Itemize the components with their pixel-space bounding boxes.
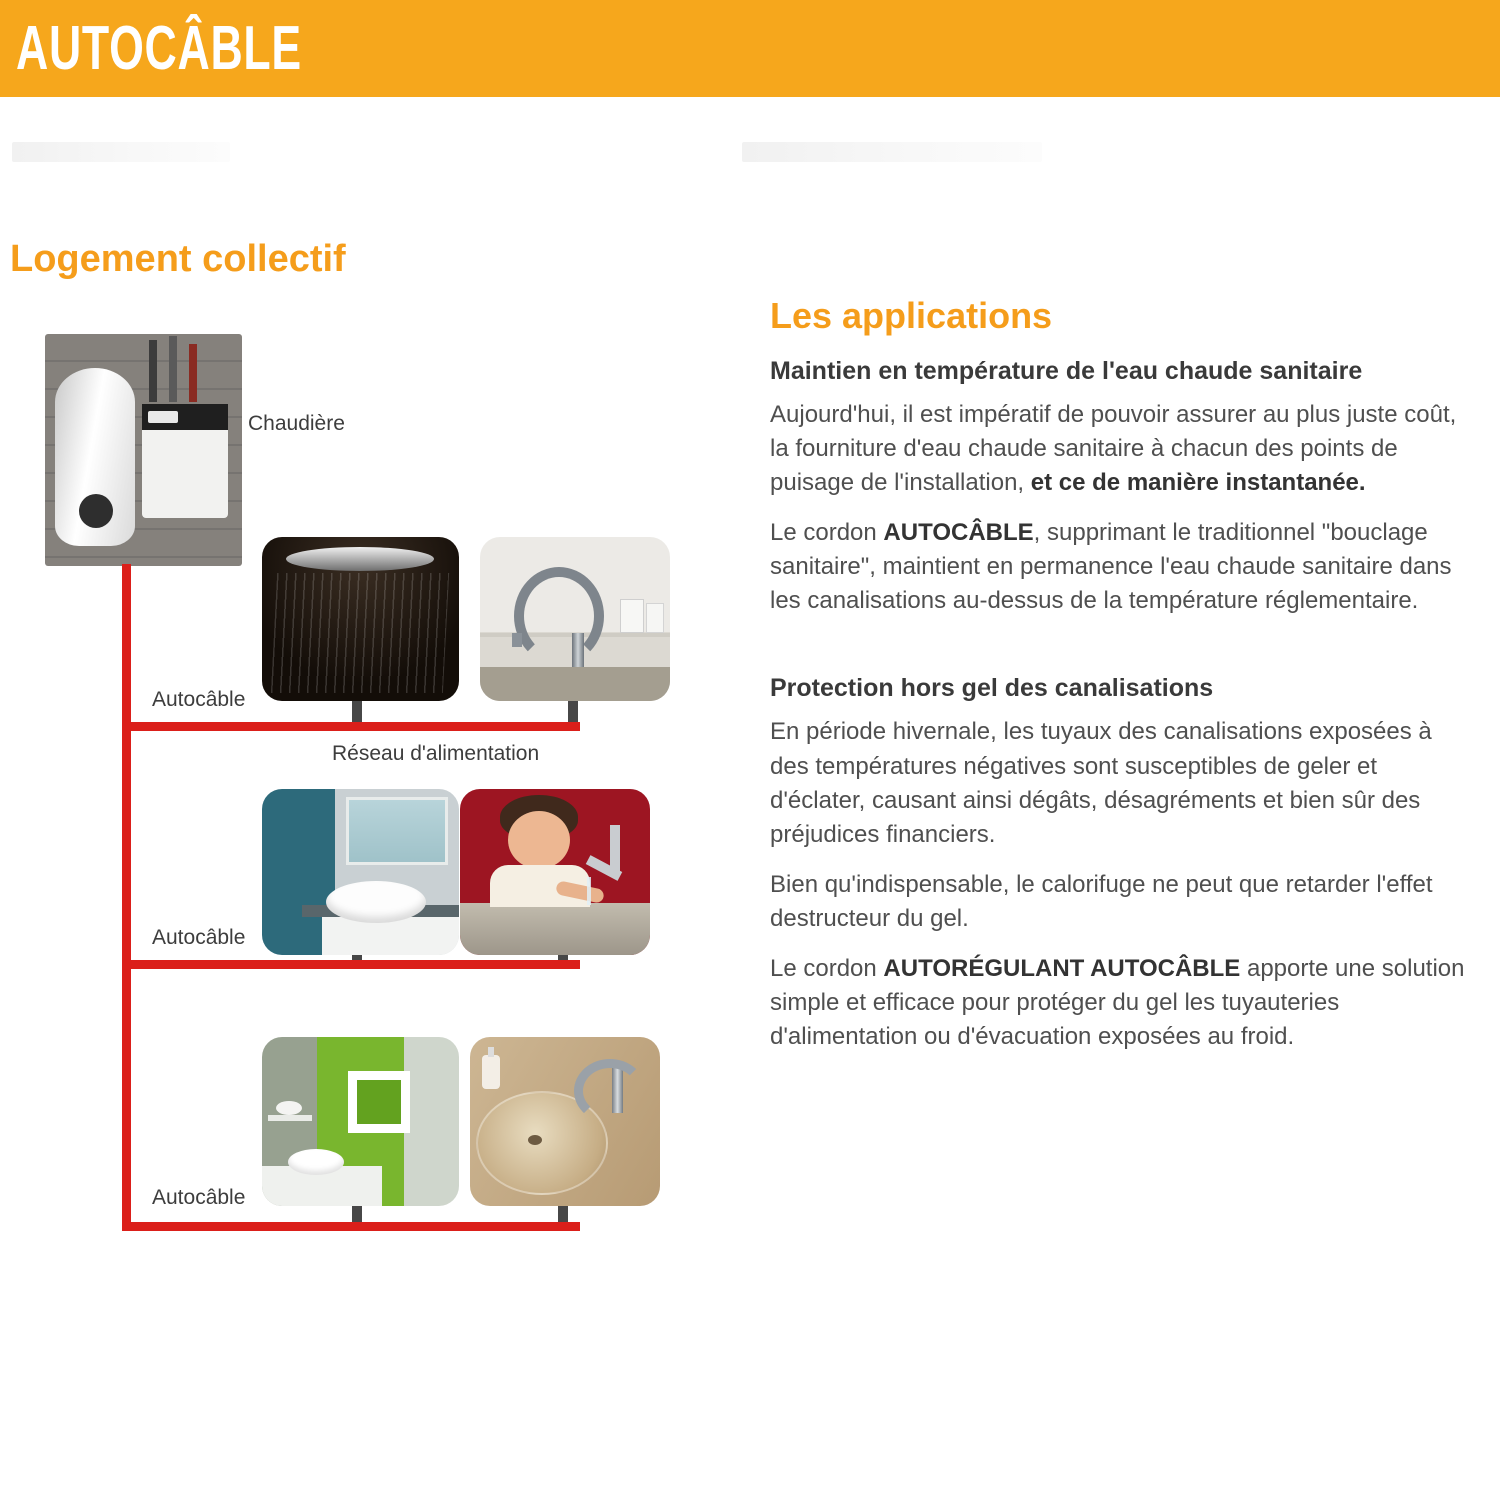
paragraph-hot-water-1: Aujourd'hui, il est impératif de pouvoir… [770,398,1470,500]
paragraph-text: apporte une solution simple et efficace … [770,954,1465,1051]
washbasin [326,881,426,923]
paragraph-hot-water-2: Le cordon AUTOCÂBLE, supprimant le tradi… [770,516,1470,618]
child-face [508,811,570,869]
label-chaudiere: Chaudière [248,412,345,435]
photo-bathroom [262,789,459,955]
vessel-basin [288,1149,344,1175]
autocable-branch-3 [122,1222,580,1231]
shower-head [286,547,434,571]
applications-column: Les applications Maintien en température… [770,295,1470,1070]
shelf [268,1115,312,1121]
counter [460,903,650,955]
autocable-branch-1 [122,722,580,731]
photo-kitchen-faucet [480,537,670,701]
faded-text-remnant-right [742,142,1042,162]
glass [620,599,644,633]
soap-pump [488,1047,494,1057]
heading-frost-protection: Protection hors gel des canalisations [770,674,1214,703]
paragraph-text: Le cordon [770,954,884,982]
brand-name-bold: AUTORÉGULANT AUTOCÂBLE [883,954,1241,982]
paragraph-bold: et ce de manière instantanée. [1030,469,1366,497]
photo-shower [262,537,459,701]
bowl [276,1101,302,1115]
photo-boiler-room [45,334,242,566]
paragraph-frost-2: Bien qu'indispensable, le calorifuge ne … [770,870,1433,932]
page-title: AUTOCÂBLE [16,14,302,83]
autocable-branch-2 [122,960,580,969]
section-title-logement-collectif: Logement collectif [10,238,346,280]
boiler-logo [148,411,178,423]
paragraph-text: Aujourd'hui, il est impératif de pouvoir… [770,401,1457,497]
glass [646,603,664,633]
tank-door [79,494,113,528]
boiler-pipe [149,340,157,402]
vanity [322,917,459,955]
faded-text-remnant-left [12,142,230,162]
photo-stone-sink [470,1037,660,1206]
shower-water [270,573,450,693]
faucet-base [572,633,584,669]
paragraph-text: , supprimant le traditionnel "bouclage s… [770,519,1452,615]
wall-frame [348,1071,410,1133]
faucet-base [610,825,620,871]
autocable-trunk-line [122,564,131,1231]
boiler-pipe-red [189,344,197,402]
counter [480,667,670,701]
heading-hot-water: Maintien en température de l'eau chaude … [770,357,1363,385]
label-autocable-3: Autocâble [152,1186,246,1209]
pipe-stub-shower [352,697,362,724]
water-stream [587,877,591,905]
paragraph-text: Le cordon [770,519,884,547]
pipe-stub-green-bath [352,1204,362,1224]
faucet-spout [574,1059,646,1123]
boiler-unit [142,404,228,518]
faucet-tip [512,633,522,647]
label-autocable-2: Autocâble [152,926,246,949]
mirror [346,797,448,865]
photo-green-bathroom [262,1037,459,1206]
label-reseau-alimentation: Réseau d'alimentation [332,742,540,765]
header-banner: AUTOCÂBLE [0,0,1500,97]
brand-name-bold: AUTOCÂBLE [883,519,1034,547]
applications-title: Les applications [770,295,1053,336]
paragraph-frost-3: Le cordon AUTORÉGULANT AUTOCÂBLE apporte… [770,952,1470,1054]
paragraph-frost-1: En période hivernale, les tuyaux des can… [770,718,1432,848]
label-autocable-1: Autocâble [152,688,246,711]
faucet-spout [514,567,604,665]
pipe-stub-faucet [568,697,578,724]
photo-child-washing-hands [460,789,650,955]
soap-dispenser [482,1055,500,1089]
pipe-stub-sink [558,1204,568,1224]
boiler-pipe [169,336,177,402]
drain [528,1135,542,1145]
